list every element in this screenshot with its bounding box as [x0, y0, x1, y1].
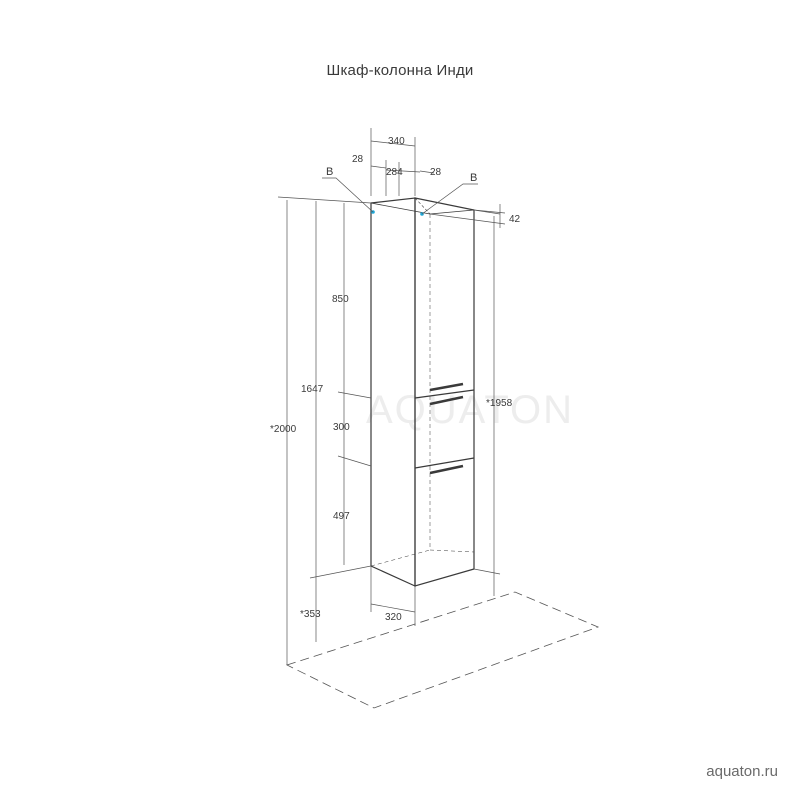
door-handle	[429, 382, 464, 392]
dim-upper-850: 850	[332, 294, 349, 305]
dim-right-1958: *1958	[486, 398, 513, 409]
label-b-left: B	[326, 166, 333, 178]
dim-floor-353: *353	[300, 609, 321, 620]
dim-depth-42: 42	[509, 214, 521, 225]
dim-middle-300: 300	[333, 422, 350, 433]
drawer-split-bottom	[414, 457, 475, 469]
bottom-door-handle	[429, 464, 464, 475]
dim-gap-28-right: 28	[430, 167, 442, 178]
floor-outline	[285, 591, 600, 709]
dim-gap-28-left: 28	[352, 154, 364, 165]
diagram-title: Шкаф-колонна Инди	[326, 62, 474, 79]
dim-overall-2000: *2000	[270, 424, 297, 435]
website-url: aquaton.ru	[706, 763, 778, 780]
drawer-handle	[429, 395, 464, 406]
drawer-split-top	[414, 389, 475, 399]
dim-depth-320: 320	[385, 612, 402, 623]
watermark: AQUATON	[366, 388, 574, 432]
dim-width-340: 340	[388, 136, 405, 147]
dim-body-1647: 1647	[301, 384, 324, 395]
dim-inner-284: 284	[386, 167, 403, 178]
label-b-right: B	[470, 172, 477, 184]
dim-lower-497: 497	[333, 511, 350, 522]
